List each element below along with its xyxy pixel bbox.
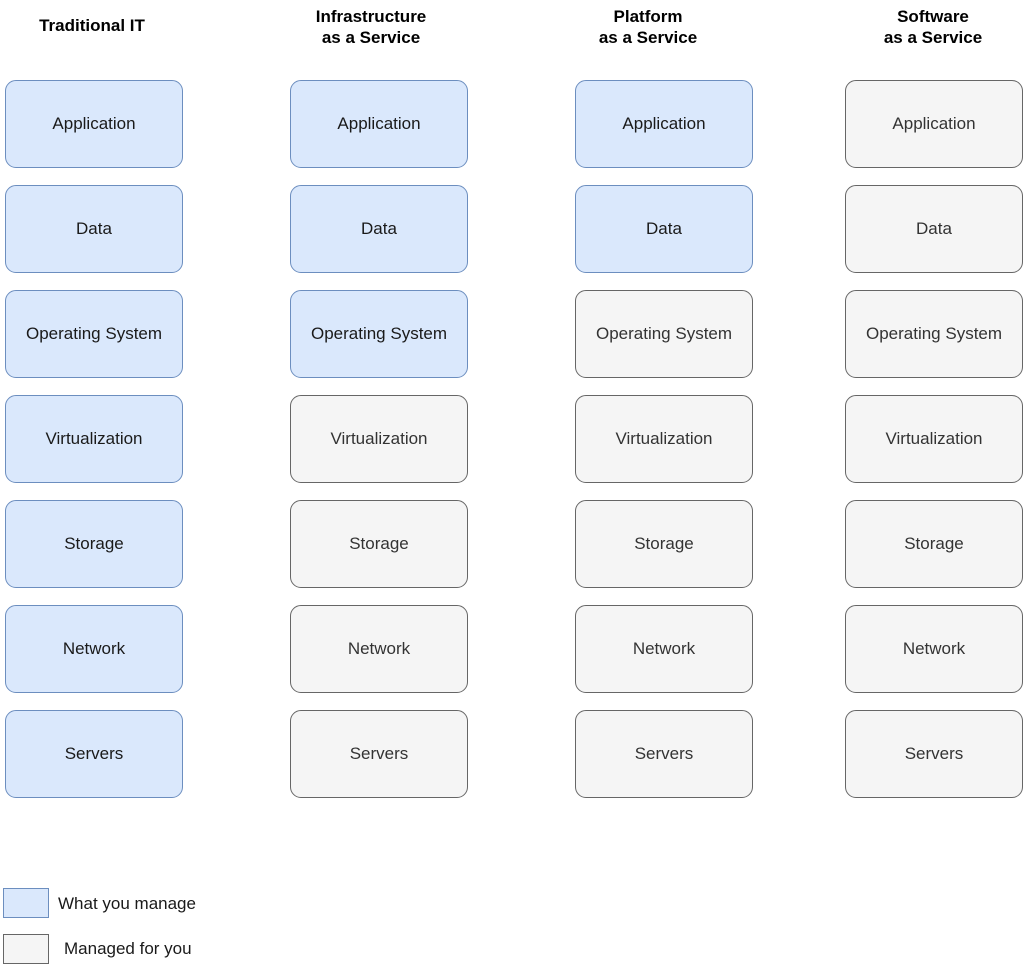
layer-label: Application	[622, 114, 706, 133]
saas-layer-data: Data	[845, 185, 1023, 273]
paas-layer-virtualization: Virtualization	[575, 395, 753, 483]
iaas-layer-network: Network	[290, 605, 468, 693]
column-title-line: as a Service	[598, 27, 698, 47]
column-title-line: Infrastructure	[315, 6, 427, 26]
column-title-traditional-it: Traditional IT	[3, 0, 181, 50]
paas-layer-application: Application	[575, 80, 753, 168]
layer-label: Storage	[349, 534, 409, 553]
layer-label: Network	[632, 639, 696, 658]
traditional-it-layer-servers: Servers	[5, 710, 183, 798]
layer-label: Virtualization	[615, 429, 713, 448]
layer-label: Servers	[349, 744, 409, 763]
column-title-saas: Software as a Service	[844, 5, 1022, 48]
traditional-it-layer-application: Application	[5, 80, 183, 168]
column-title-iaas: Infrastructure as a Service	[282, 5, 460, 48]
column-title-line: Platform	[613, 6, 683, 26]
traditional-it-layer-virtualization: Virtualization	[5, 395, 183, 483]
layer-label: Operating System	[25, 324, 163, 343]
iaas-layer-servers: Servers	[290, 710, 468, 798]
column-title-line: as a Service	[321, 27, 421, 47]
paas-layer-data: Data	[575, 185, 753, 273]
paas-layer-servers: Servers	[575, 710, 753, 798]
layer-label: Virtualization	[45, 429, 143, 448]
iaas-layer-virtualization: Virtualization	[290, 395, 468, 483]
layer-label: Storage	[634, 534, 694, 553]
layer-label: Operating System	[865, 324, 1003, 343]
layer-label: Data	[361, 219, 397, 238]
column-title-line: as a Service	[883, 27, 983, 47]
legend-swatch-provided	[3, 934, 49, 964]
traditional-it-layer-data: Data	[5, 185, 183, 273]
column-title-line: Traditional IT	[39, 15, 145, 35]
iaas-layer-application: Application	[290, 80, 468, 168]
layer-label: Servers	[64, 744, 124, 763]
layer-label: Data	[76, 219, 112, 238]
saas-layer-virtualization: Virtualization	[845, 395, 1023, 483]
iaas-layer-operating-system: Operating System	[290, 290, 468, 378]
column-title-paas: Platform as a Service	[559, 5, 737, 48]
layer-label: Application	[52, 114, 136, 133]
legend-label-managed: What you manage	[58, 894, 196, 913]
layer-label: Network	[902, 639, 966, 658]
layer-label: Application	[337, 114, 421, 133]
layer-label: Network	[347, 639, 411, 658]
layer-label: Virtualization	[885, 429, 983, 448]
layer-label: Network	[62, 639, 126, 658]
layer-label: Servers	[634, 744, 694, 763]
layer-label: Virtualization	[330, 429, 428, 448]
traditional-it-layer-network: Network	[5, 605, 183, 693]
iaas-layer-storage: Storage	[290, 500, 468, 588]
layer-label: Data	[646, 219, 682, 238]
paas-layer-network: Network	[575, 605, 753, 693]
traditional-it-layer-storage: Storage	[5, 500, 183, 588]
paas-layer-storage: Storage	[575, 500, 753, 588]
saas-layer-network: Network	[845, 605, 1023, 693]
layer-label: Data	[916, 219, 952, 238]
saas-layer-application: Application	[845, 80, 1023, 168]
layer-label: Operating System	[595, 324, 733, 343]
paas-layer-operating-system: Operating System	[575, 290, 753, 378]
layer-label: Storage	[904, 534, 964, 553]
layer-label: Operating System	[310, 324, 448, 343]
column-title-line: Software	[897, 6, 969, 26]
layer-label: Servers	[904, 744, 964, 763]
traditional-it-layer-operating-system: Operating System	[5, 290, 183, 378]
layer-label: Storage	[64, 534, 124, 553]
legend-label-provided: Managed for you	[64, 939, 192, 958]
saas-layer-operating-system: Operating System	[845, 290, 1023, 378]
saas-layer-storage: Storage	[845, 500, 1023, 588]
layer-label: Application	[892, 114, 976, 133]
legend-swatch-managed	[3, 888, 49, 918]
saas-layer-servers: Servers	[845, 710, 1023, 798]
iaas-layer-data: Data	[290, 185, 468, 273]
